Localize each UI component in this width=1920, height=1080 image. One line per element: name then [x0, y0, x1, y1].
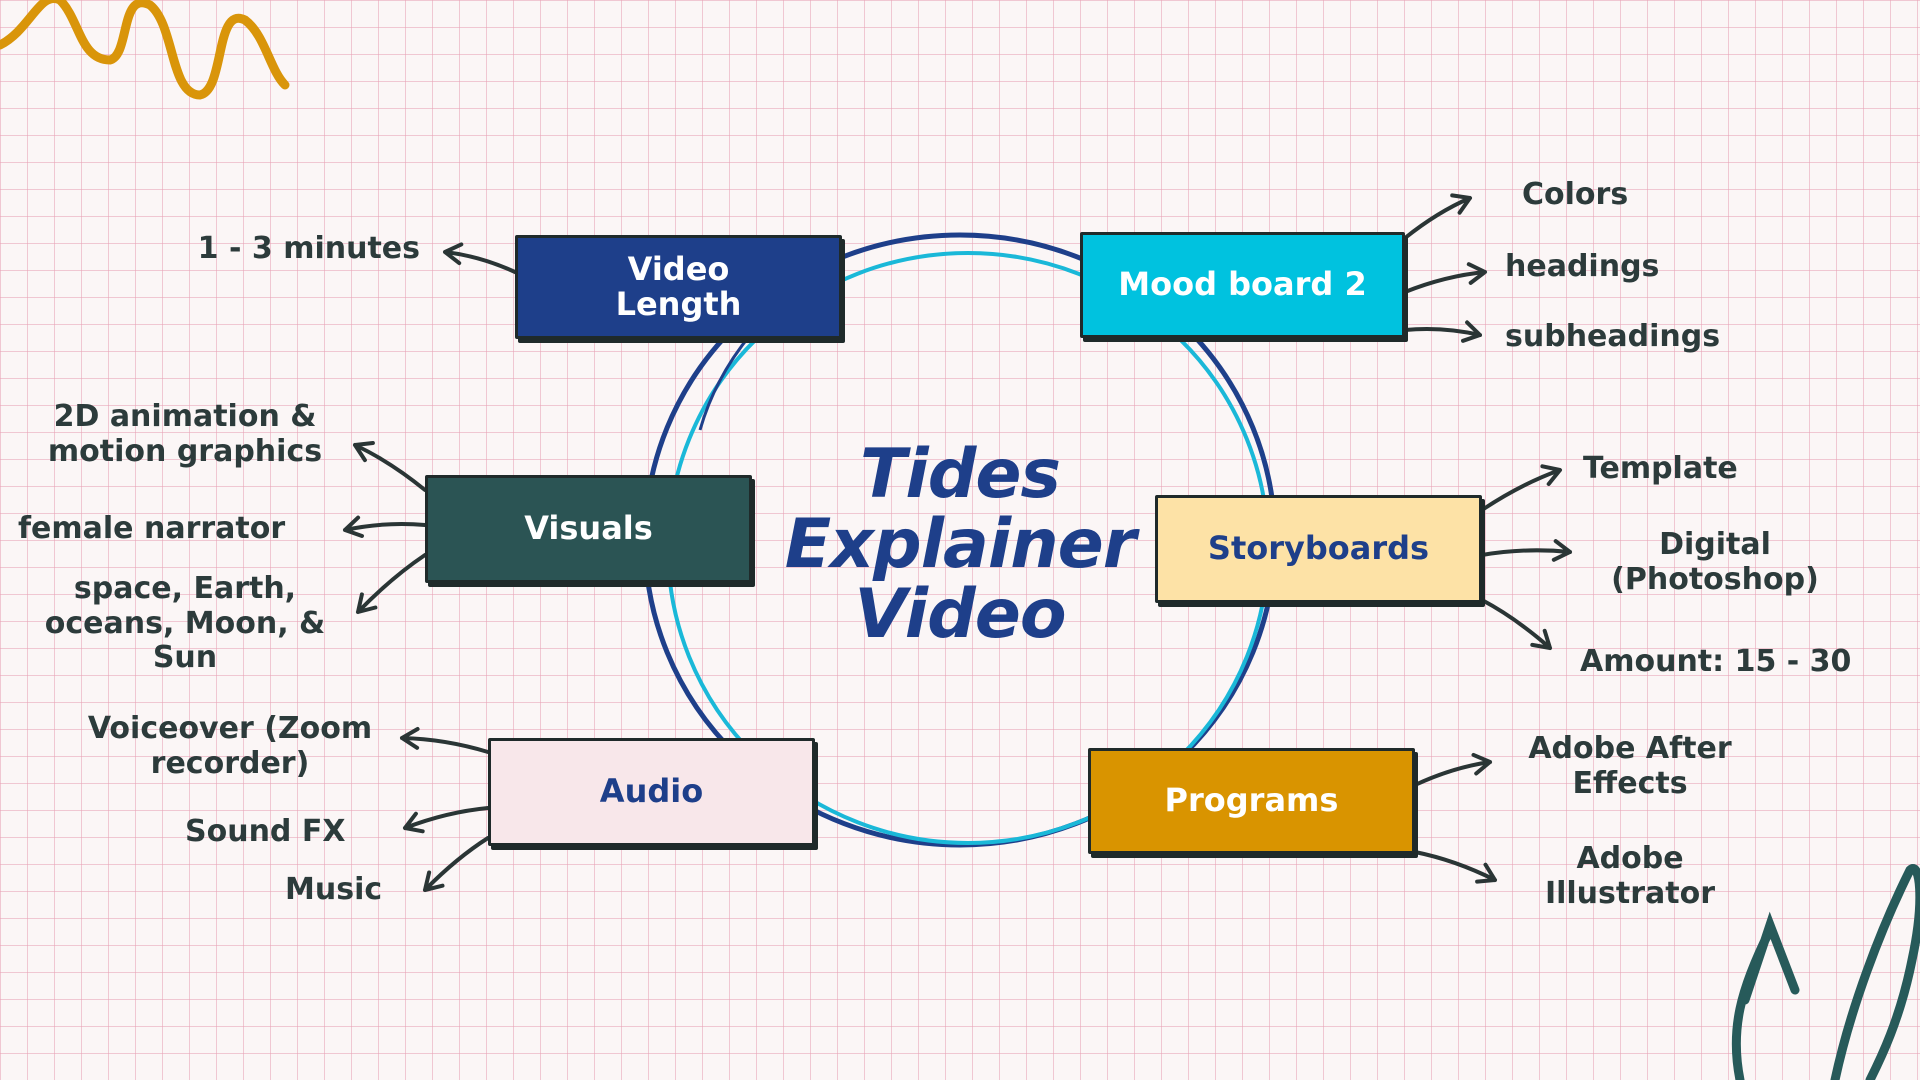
arrow-to-amount	[1480, 598, 1552, 650]
arrow-to-sound-fx	[403, 806, 490, 834]
label-video-duration: 1 - 3 minutes	[197, 231, 420, 266]
label-sound-fx: Sound FX	[185, 814, 346, 849]
node-audio: Audio	[488, 738, 815, 846]
arrow-to-voiceover	[400, 727, 490, 754]
title-line: Tides	[860, 435, 1061, 514]
label-headings: headings	[1505, 249, 1660, 284]
arrow-to-female-narrator	[343, 515, 427, 538]
title-line: Video	[854, 575, 1066, 654]
corner-squiggle-decoration	[0, 0, 290, 100]
arrow-to-2d-animation	[353, 441, 427, 492]
arrow-to-colors	[1403, 193, 1472, 240]
label-colors: Colors	[1522, 177, 1629, 212]
arrow-to-headings	[1403, 262, 1487, 294]
node-video-length: Video Length	[515, 235, 842, 339]
label-illustrator: Adobe Illustrator	[1544, 841, 1716, 911]
node-mood-board: Mood board 2	[1080, 232, 1405, 338]
arrow-to-space-earth	[356, 553, 427, 614]
arrow-to-template	[1480, 464, 1562, 512]
title-line: Explainer	[784, 505, 1137, 584]
node-label: Audio	[599, 772, 704, 811]
label-music: Music	[285, 872, 383, 907]
node-label: Length	[615, 285, 742, 323]
arrow-to-subheadings	[1403, 320, 1482, 343]
label-template: Template	[1583, 451, 1738, 486]
label-after-effects: Adobe After Effects	[1528, 731, 1732, 801]
node-label: Storyboards	[1207, 529, 1430, 568]
diagram-title: Tides Explainer Video	[760, 440, 1160, 650]
label-subheadings: subheadings	[1505, 319, 1721, 354]
node-label: Programs	[1164, 781, 1339, 820]
node-label: Video	[627, 249, 730, 288]
arrow-to-music	[423, 836, 490, 892]
label-storyboard-amount: Amount: 15 - 30	[1580, 644, 1852, 679]
node-visuals: Visuals	[425, 475, 752, 583]
arrow-to-illustrator	[1413, 850, 1497, 884]
label-female-narrator: female narrator	[18, 511, 286, 546]
arrow-to-duration	[443, 242, 517, 274]
label-space-earth: space, Earth, oceans, Moon, & Sun	[44, 571, 326, 675]
label-voiceover: Voiceover (Zoom recorder)	[87, 711, 373, 781]
node-programs: Programs	[1088, 748, 1415, 854]
arrow-to-after-effects	[1413, 752, 1492, 787]
label-digital-photoshop: Digital (Photoshop)	[1611, 527, 1819, 597]
node-label: Mood board 2	[1118, 265, 1367, 304]
node-storyboards: Storyboards	[1155, 495, 1482, 603]
node-label: Visuals	[524, 509, 653, 548]
corner-swirl-decoration	[1731, 863, 1920, 1080]
label-2d-animation: 2D animation & motion graphics	[47, 399, 323, 469]
arrow-to-digital	[1480, 539, 1572, 562]
